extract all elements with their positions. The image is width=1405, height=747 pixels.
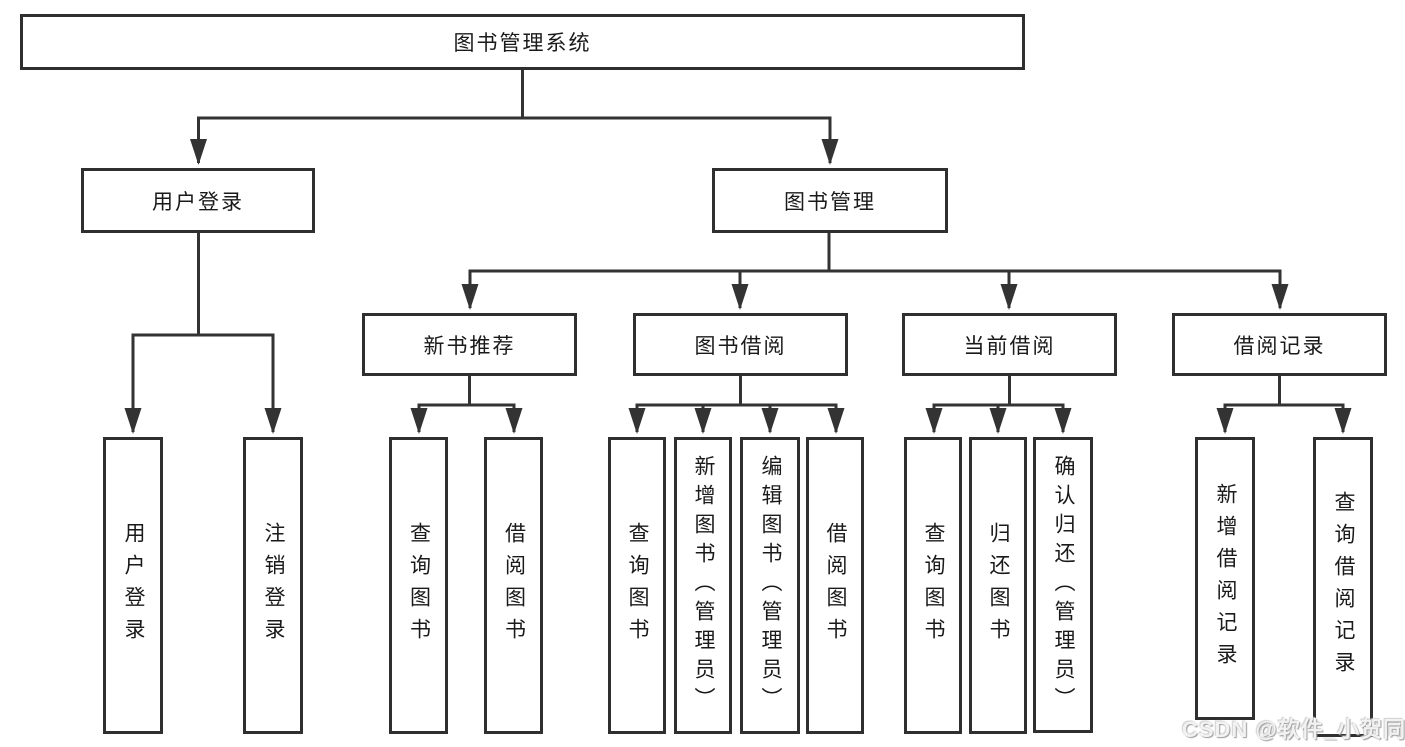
leaf-query-books: 查询图书: [389, 437, 448, 734]
leaf-borrow-books: 借阅图书: [484, 437, 543, 734]
leaf-user-login: 用户登录: [103, 437, 163, 734]
leaf-query-books: 查询图书: [904, 437, 962, 734]
node-new-book-recommend: 新书推荐: [362, 313, 577, 376]
leaf-borrow-books: 借阅图书: [806, 437, 864, 734]
leaf-logout: 注销登录: [243, 437, 303, 734]
leaf-confirm-return-admin: 确认归还（管理员）: [1033, 437, 1093, 733]
node-current-borrowing: 当前借阅: [902, 313, 1117, 376]
leaf-add-books-admin: 新增图书（管理员）: [674, 437, 732, 734]
node-borrowing-records: 借阅记录: [1172, 313, 1387, 376]
leaf-add-borrow-record: 新增借阅记录: [1195, 437, 1255, 720]
leaf-edit-books-admin: 编辑图书（管理员）: [740, 437, 800, 734]
node-book-borrowing: 图书借阅: [633, 313, 848, 376]
node-library-management-system: 图书管理系统: [20, 14, 1025, 70]
node-user-login: 用户登录: [81, 168, 315, 233]
leaf-query-borrow-record: 查询借阅记录: [1313, 437, 1373, 737]
leaf-return-books: 归还图书: [969, 437, 1027, 734]
leaf-query-books: 查询图书: [608, 437, 666, 734]
node-book-management: 图书管理: [712, 168, 948, 233]
csdn-watermark: CSDN @软件_小贺同学: [1182, 717, 1405, 742]
